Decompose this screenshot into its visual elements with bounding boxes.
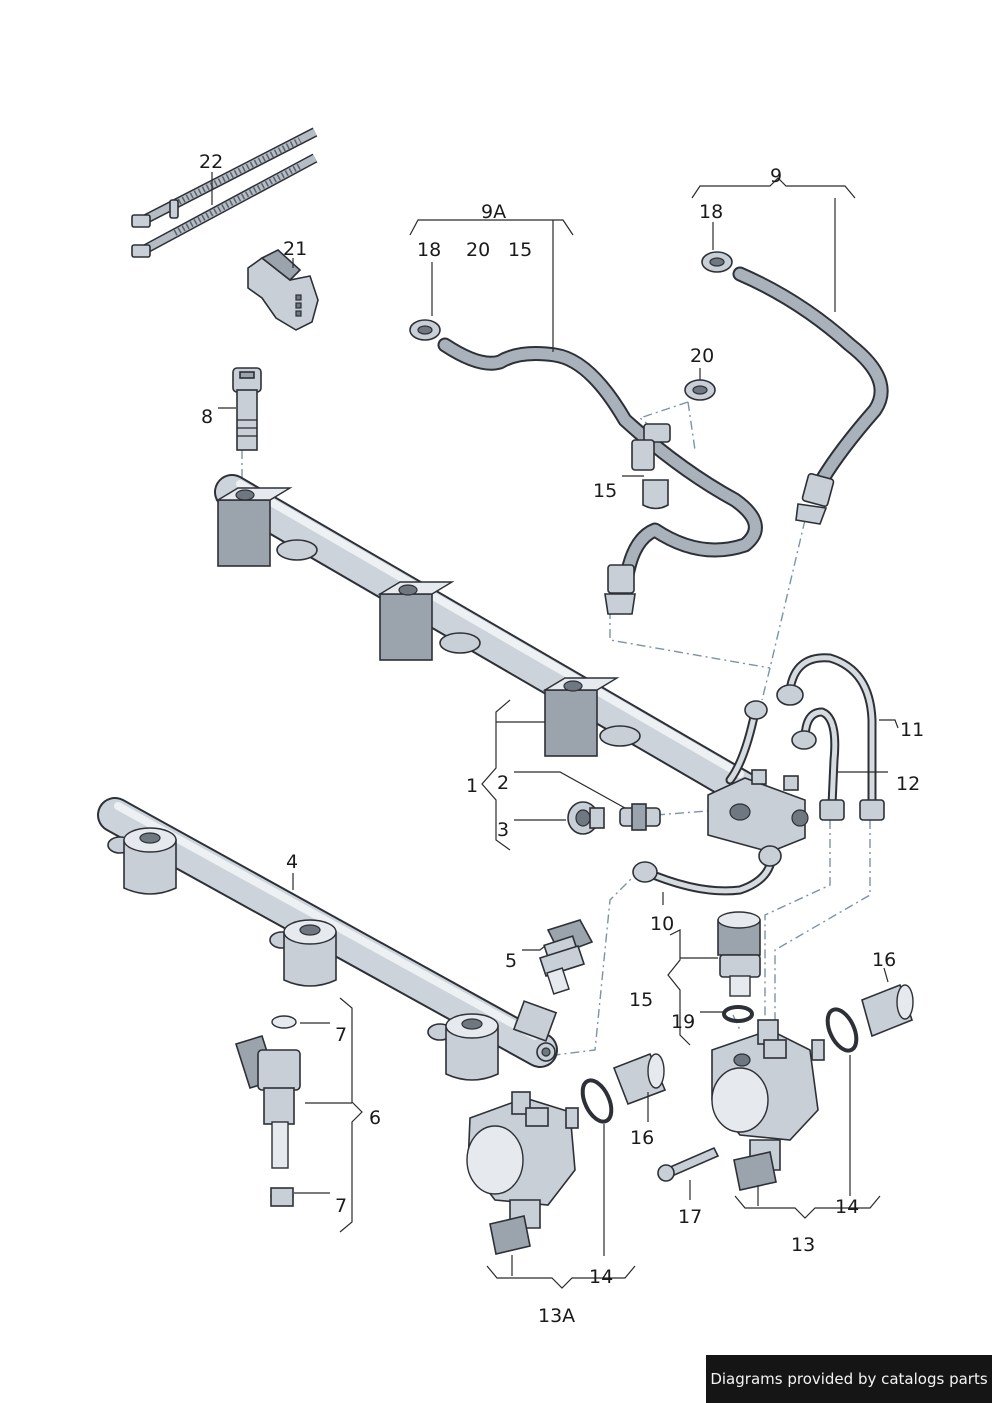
callout-15-mid: 15 [593, 480, 617, 502]
high-pressure-pump-13A [466, 1091, 579, 1255]
fuel-line-10 [632, 845, 782, 896]
fuel-hose-9A [437, 337, 763, 615]
callout-15-right: 15 [629, 989, 653, 1011]
credit-banner: Diagrams provided by catalogs parts [706, 1355, 992, 1403]
credit-text: Diagrams provided by catalogs parts [710, 1370, 988, 1388]
fuel-hose-9 [732, 266, 889, 525]
callout-14-left: 14 [589, 1266, 613, 1288]
hose-clamp-20 [684, 379, 716, 401]
callout-14-right: 14 [835, 1196, 859, 1218]
cable-ties [131, 127, 318, 258]
callout-8: 8 [201, 406, 213, 428]
o-ring-14-right [825, 1007, 859, 1053]
callout-7-bottom: 7 [335, 1195, 347, 1217]
o-ring-19 [722, 1005, 754, 1023]
hose-clip [247, 249, 319, 331]
callout-20: 20 [690, 345, 714, 367]
callout-20-top: 20 [466, 239, 490, 261]
callout-18-left: 18 [417, 239, 441, 261]
callout-11: 11 [900, 719, 924, 741]
callout-15-top: 15 [508, 239, 532, 261]
callout-22: 22 [199, 151, 223, 173]
callout-7-top: 7 [335, 1024, 347, 1046]
callout-16-left: 16 [630, 1127, 654, 1149]
fuel-line-12 [791, 707, 845, 821]
fuel-line-upper-connector [725, 700, 768, 785]
o-ring-14-left [580, 1078, 614, 1124]
leader-lines [211, 172, 899, 1289]
callout-19: 19 [671, 1011, 695, 1033]
callout-5: 5 [505, 950, 517, 972]
fuel-rail-lower [97, 797, 558, 1081]
callout-labels: 22 21 9A 18 20 15 9 18 20 8 15 11 12 1 2… [199, 151, 924, 1327]
callout-17: 17 [678, 1206, 702, 1228]
callout-16-right: 16 [872, 949, 896, 971]
high-pressure-pump-13 [711, 1019, 825, 1191]
fuel-pressure-sensor [538, 919, 594, 995]
pressure-sender-15 [717, 911, 761, 997]
fuel-rail-upper [214, 474, 809, 853]
screw-plug [567, 801, 605, 835]
cap-16-left [612, 1052, 667, 1106]
callout-13: 13 [791, 1234, 815, 1256]
callout-2: 2 [497, 772, 509, 794]
callout-9A: 9A [481, 201, 506, 223]
pressure-sensor-small [619, 803, 661, 831]
callout-21: 21 [283, 238, 307, 260]
callout-6: 6 [369, 1107, 381, 1129]
bolt-8 [232, 367, 262, 451]
hose-clamp-18-right [701, 251, 733, 273]
callout-13A: 13A [538, 1305, 575, 1327]
callout-10: 10 [650, 913, 674, 935]
callout-3: 3 [497, 819, 509, 841]
callout-18-right: 18 [699, 201, 723, 223]
callout-4: 4 [286, 851, 298, 873]
fuel-line-11 [776, 653, 885, 821]
injector [234, 1015, 301, 1207]
cap-16-right [861, 983, 914, 1038]
callout-1: 1 [466, 775, 478, 797]
callout-12: 12 [896, 773, 920, 795]
hose-clamp-18-left [409, 319, 441, 341]
callout-9: 9 [770, 165, 782, 187]
bolt-17 [657, 1146, 720, 1182]
